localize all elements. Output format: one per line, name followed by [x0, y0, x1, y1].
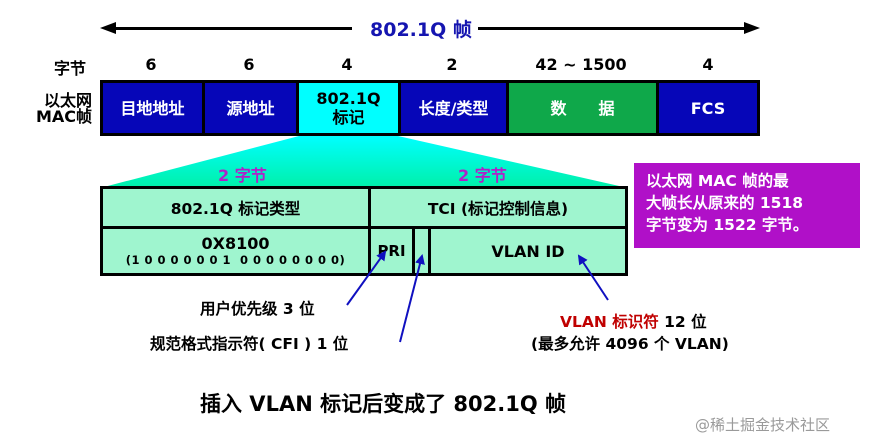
- pri-annotation: 用户优先级 3 位: [200, 300, 315, 318]
- field-fcs: FCS: [656, 83, 757, 133]
- tag-detail-table: 802.1Q 标记类型 TCI (标记控制信息) 0X8100 (1 0 0 0…: [100, 186, 628, 276]
- tpid-value: 0X8100: [201, 234, 270, 253]
- max-frame-note-box: 以太网 MAC 帧的最 大帧长从原来的 1518 字节变为 1522 字节。: [634, 163, 860, 248]
- pri-pointer-arrow: [346, 250, 387, 306]
- byte-count-data: 42 ~ 1500: [535, 55, 627, 74]
- byte-count-dest: 6: [145, 55, 157, 74]
- field-source-address: 源地址: [202, 83, 296, 133]
- vid-annotation-line2: (最多允许 4096 个 VLAN): [531, 335, 729, 353]
- vid-annotation-black: 12 位: [658, 313, 707, 331]
- tpid-binary: (1 0 0 0 0 0 0 1 0 0 0 0 0 0 0 0): [125, 253, 346, 267]
- note-line2: 大帧长从原来的 1518: [646, 194, 804, 212]
- note-line1: 以太网 MAC 帧的最: [646, 172, 789, 190]
- pri-cfi-divider: [412, 226, 415, 273]
- tci-byte-count: 2 字节: [458, 166, 507, 185]
- vid-annotation: VLAN 标识符 12 位: [560, 310, 707, 332]
- field-label: FCS: [690, 98, 726, 118]
- vlan-id-label: VLAN ID: [491, 241, 565, 261]
- vid-pointer-arrow: [577, 254, 609, 301]
- table-col-divider: [368, 189, 371, 273]
- watermark: @稀土掘金技术社区: [695, 416, 831, 434]
- mac-frame-row-label: 以太网 MAC帧: [20, 93, 92, 125]
- row-label-line2: MAC帧: [35, 107, 92, 126]
- field-label: 源地址: [226, 98, 275, 118]
- vid-annotation-red: VLAN 标识符: [560, 313, 659, 331]
- frame-title: 802.1Q 帧: [370, 19, 472, 41]
- byte-count-length: 2: [446, 55, 458, 74]
- field-label: 长度/类型: [418, 98, 489, 118]
- cfi-pointer-arrow: [399, 254, 425, 343]
- diagram-caption: 插入 VLAN 标记后变成了 802.1Q 帧: [200, 392, 566, 416]
- field-label-line1: 802.1Q: [316, 89, 381, 108]
- mac-frame-bar: 目地地址 源地址 802.1Q 标记 长度/类型 数 据 FCS: [100, 80, 760, 136]
- cfi-vid-divider: [428, 226, 431, 273]
- span-arrow-right-line: [478, 27, 748, 30]
- span-arrow-right-head: [744, 22, 760, 34]
- tci-header-cell: TCI (标记控制信息): [371, 189, 625, 226]
- field-length-type: 长度/类型: [398, 83, 506, 133]
- byte-count-tag: 4: [341, 55, 353, 74]
- field-label-line2: 标记: [332, 108, 365, 127]
- span-arrow-left-line: [112, 27, 352, 30]
- field-data: 数 据: [506, 83, 656, 133]
- tpid-header-cell: 802.1Q 标记类型: [103, 189, 368, 226]
- field-label: 目地地址: [120, 98, 185, 118]
- cfi-annotation: 规范格式指示符( CFI ) 1 位: [150, 335, 349, 353]
- tpid-byte-count: 2 字节: [218, 166, 267, 185]
- field-label: 数 据: [550, 98, 615, 118]
- field-8021q-tag: 802.1Q 标记: [296, 83, 398, 133]
- bytes-row-label: 字节: [54, 59, 87, 78]
- table-row-divider: [103, 226, 625, 229]
- tci-header: TCI (标记控制信息): [427, 199, 569, 218]
- vlan-id-cell: VLAN ID: [431, 229, 625, 273]
- tpid-header: 802.1Q 标记类型: [170, 199, 301, 218]
- note-line3: 字节变为 1522 字节。: [646, 216, 809, 234]
- byte-count-src: 6: [243, 55, 255, 74]
- field-destination-address: 目地地址: [103, 83, 202, 133]
- tpid-value-cell: 0X8100 (1 0 0 0 0 0 0 1 0 0 0 0 0 0 0 0): [103, 229, 368, 273]
- span-arrow-left-head: [100, 22, 116, 34]
- row-label-line1: 以太网: [43, 91, 92, 110]
- byte-count-fcs: 4: [702, 55, 714, 74]
